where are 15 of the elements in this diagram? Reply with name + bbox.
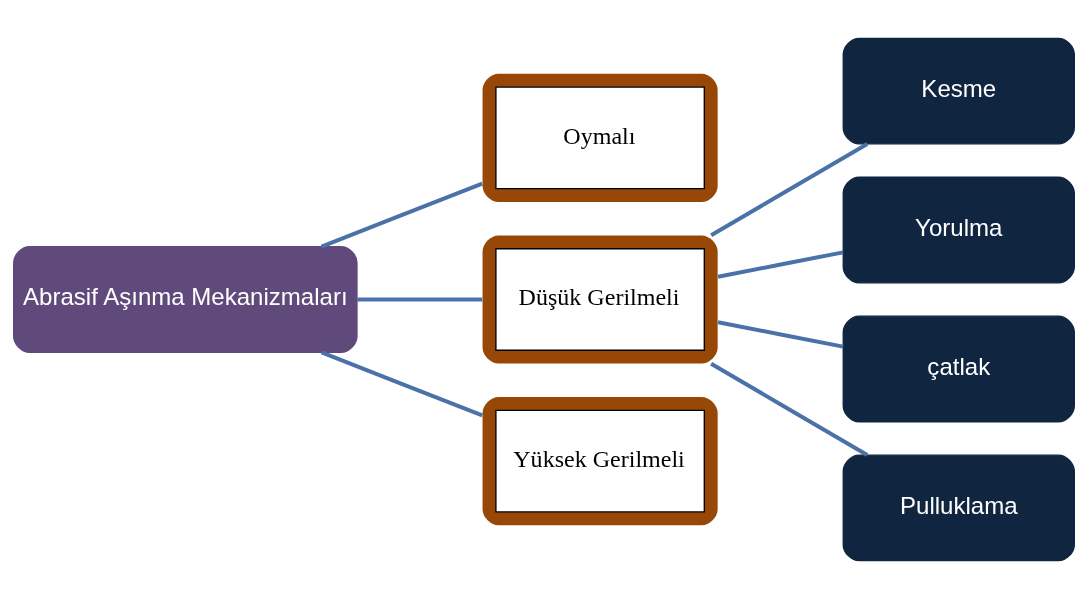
node-box: Abrasif Aşınma Mekanizmaları — [13, 245, 358, 353]
node-box: Düşük Gerilmeli — [482, 234, 718, 364]
connector — [710, 361, 869, 457]
connector — [710, 141, 869, 237]
node-box: Yüksek Gerilmeli — [482, 396, 718, 525]
node-box: çatlak — [842, 315, 1075, 422]
connector — [717, 249, 844, 279]
node-box: Pulluklama — [842, 453, 1075, 561]
connector — [320, 350, 483, 417]
connector — [320, 181, 483, 248]
node-box: Oymalı — [482, 73, 718, 202]
connector — [357, 297, 483, 301]
connector — [717, 319, 844, 349]
node-box: Kesme — [842, 37, 1075, 145]
node-box: Yorulma — [842, 176, 1075, 283]
